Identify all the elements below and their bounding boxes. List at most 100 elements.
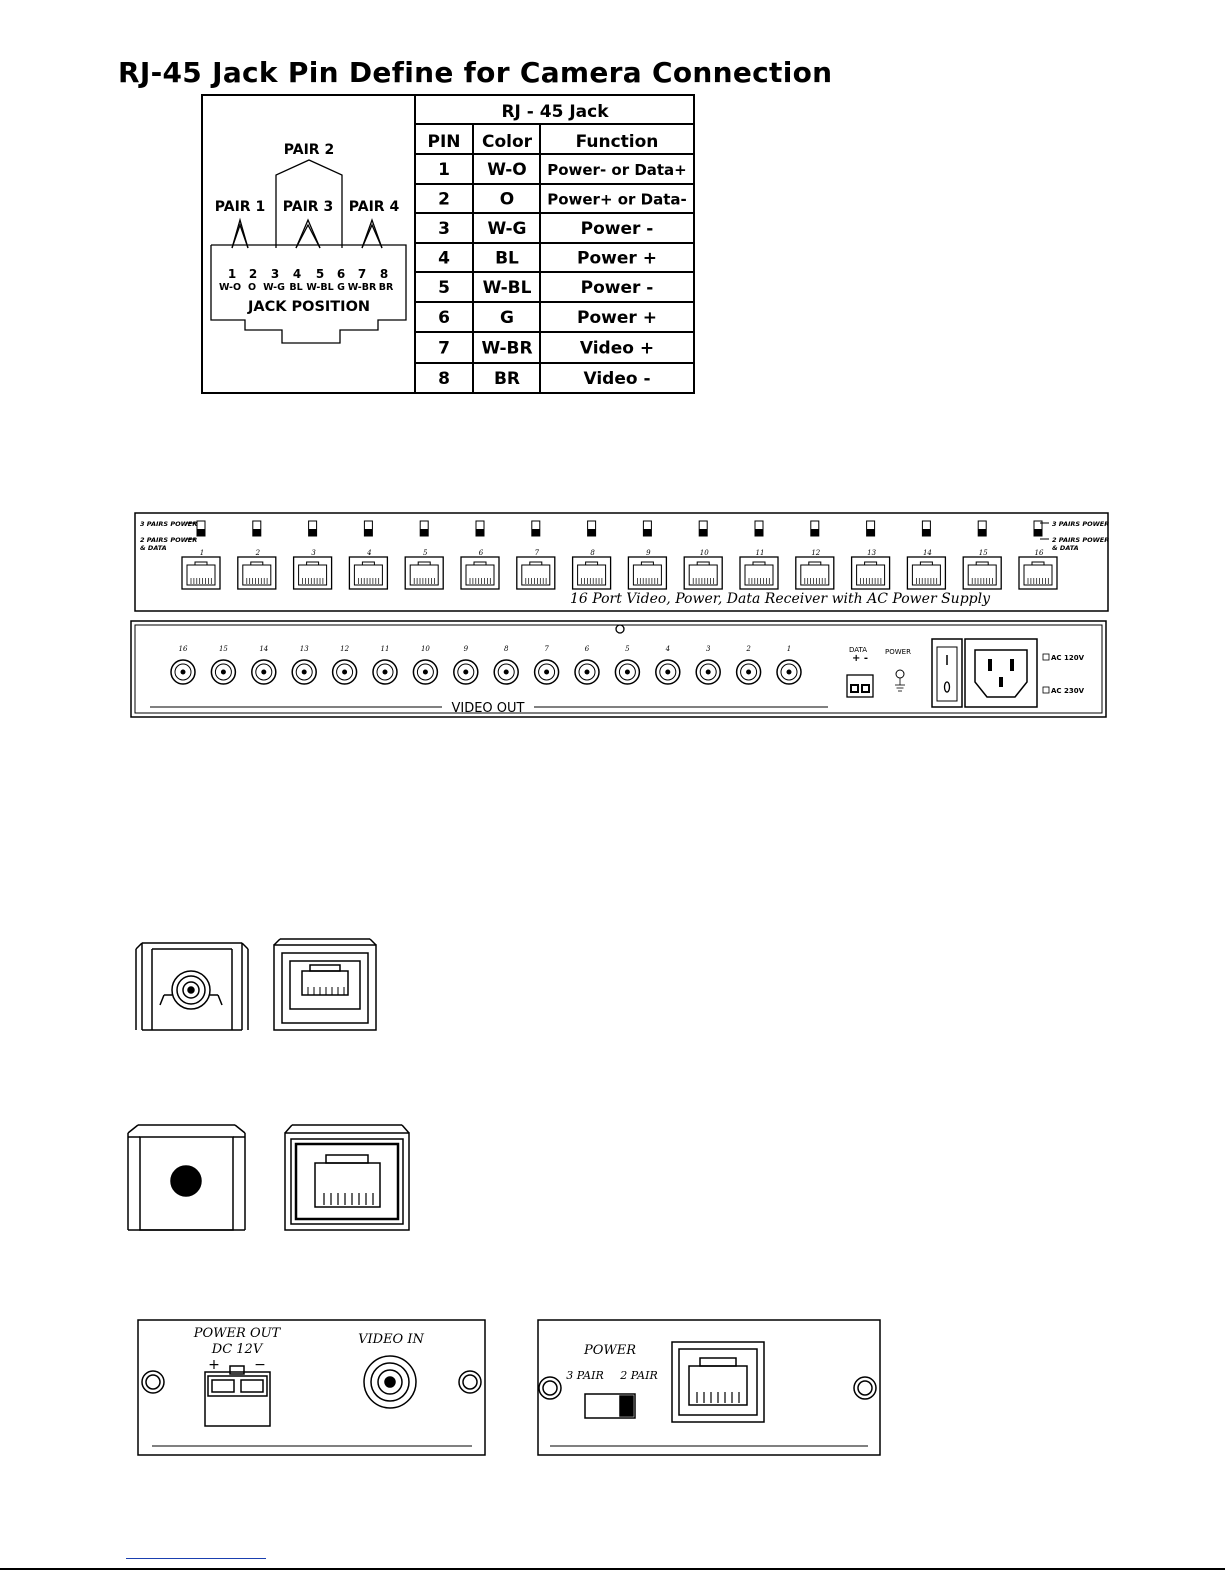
pin-table-cell-color: W-BR (481, 339, 532, 359)
jack-pin-number: 5 (316, 267, 324, 281)
pin-table-header: Color (482, 132, 533, 152)
ac-120-checkbox (1042, 653, 1050, 661)
pin-table-cell-color: G (500, 308, 514, 328)
rj45-port: 1 (181, 520, 221, 590)
pin-table-cell-color: BR (494, 369, 520, 389)
pin-table-cell-color: W-O (487, 160, 527, 180)
footer-link-underline (126, 1558, 266, 1559)
port-number: 10 (700, 549, 709, 557)
rj45-port: 2 (237, 520, 277, 590)
bnc-video-out-connector: 10 (412, 645, 439, 685)
bnc-video-out-connector: 15 (210, 645, 237, 685)
receiver-front-frame (134, 512, 1109, 612)
rj45-port: 11 (739, 520, 779, 590)
pairs-label: & DATA (1052, 544, 1079, 552)
rj45-port: 9 (627, 520, 668, 590)
bnc-number: 13 (300, 645, 309, 653)
balun-dc-end (127, 1124, 246, 1231)
pin-table-cell-color: W-BL (483, 278, 532, 298)
pin-table-cell-pin: 5 (438, 278, 450, 298)
rj45-port: 10 (683, 520, 723, 590)
pairs-label: 2 PAIRS POWER (1052, 536, 1109, 544)
pin-table-cell-function: Power + (577, 308, 657, 328)
bnc-number: 5 (625, 645, 630, 653)
pairs-label: 3 PAIRS POWER (140, 520, 197, 528)
port-number: 3 (311, 549, 316, 557)
pin-table-cell-function: Video - (583, 369, 650, 389)
camera-power-video-panel (137, 1319, 486, 1456)
bnc-video-out-connector: 5 (614, 645, 641, 685)
ac-120-label: AC 120V (1051, 654, 1085, 662)
bnc-number: 10 (421, 645, 430, 653)
pin-table-cell-pin: 1 (438, 160, 450, 180)
ground-screw-icon (615, 624, 625, 634)
pin-table-cell-function: Video + (580, 339, 654, 359)
ac-inlet (964, 638, 1038, 708)
three-pair-label: 3 PAIR (566, 1369, 603, 1382)
port-number: 11 (756, 549, 765, 557)
pair-label: PAIR 3 (283, 199, 333, 215)
jack-pin-number: 8 (380, 267, 388, 281)
jack-pin-number: 4 (293, 267, 301, 281)
bnc-video-out-connector: 11 (372, 645, 398, 685)
jack-position-label: JACK POSITION (247, 299, 370, 315)
rj45-port: 12 (795, 520, 835, 590)
bnc-number: 16 (179, 645, 188, 653)
pin-table-grid (414, 94, 695, 394)
balun-rj45-large-end (284, 1124, 410, 1231)
bnc-number: 3 (706, 645, 711, 653)
jack-pin-number: 7 (358, 267, 366, 281)
port-number: 14 (923, 549, 932, 557)
port-number: 5 (423, 549, 428, 557)
port-number: 7 (535, 549, 540, 557)
pin-table-cell-pin: 6 (438, 308, 450, 328)
power-switch (931, 638, 963, 708)
balun-small-views (135, 938, 377, 1031)
pin-table-cell-pin: 3 (438, 219, 450, 239)
pin-table-cell-function: Power+ or Data- (547, 191, 687, 209)
power-label: POWER (885, 648, 911, 656)
receiver-front-panel: 3 PAIRS POWER 2 PAIRS POWER & DATA 3 PAI… (134, 512, 1109, 612)
pin-table-cell-color: BL (495, 249, 519, 269)
bnc-video-out-connector: 12 (331, 645, 358, 685)
bnc-video-out-connector: 9 (453, 645, 479, 685)
pair-label: PAIR 2 (284, 142, 334, 158)
pin-table-cell-function: Power - (581, 278, 654, 298)
bnc-video-out-connector: 8 (493, 645, 519, 685)
data-polarity: + - (852, 653, 868, 664)
bnc-number: 11 (381, 645, 390, 653)
jack-pin-color: O (248, 282, 256, 293)
bnc-video-out-connector: 1 (776, 645, 802, 685)
port-number: 6 (479, 549, 484, 557)
minus-sign: − (254, 1357, 266, 1373)
camera-rj45-panel (537, 1319, 881, 1456)
receiver-back-frame (130, 620, 1107, 718)
bnc-video-out-connector: 7 (533, 645, 560, 685)
bnc-video-out-connector: 13 (291, 645, 317, 685)
pair-brackets (231, 159, 383, 249)
rj45-port: 5 (404, 520, 444, 590)
port-number: 2 (255, 549, 261, 557)
data-label: DATA (849, 646, 867, 654)
jack-pin-color: W-O (219, 282, 241, 293)
port-number: 16 (1035, 549, 1044, 557)
rj45-jack-outline (210, 244, 407, 344)
rj45-port: 15 (962, 520, 1002, 590)
camera-panels: POWER OUT DC 12V + − VIDEO IN POWER 3 PA… (137, 1319, 881, 1456)
jack-pin-color: W-G (263, 282, 285, 293)
jack-pin-color: G (337, 282, 345, 293)
balun-rj45-end (273, 938, 377, 1031)
balun-large-views (127, 1124, 410, 1231)
page-title: RJ-45 Jack Pin Define for Camera Connect… (118, 56, 833, 89)
pin-table-cell-pin: 2 (438, 190, 450, 210)
pin-table-cell-function: Power- or Data+ (547, 161, 687, 179)
power-out-label: POWER OUT (193, 1326, 282, 1341)
bnc-video-out-connector: 6 (574, 645, 600, 685)
rj45-port: 14 (906, 520, 947, 590)
pair-label: PAIR 1 (215, 199, 265, 215)
rj45-port: 7 (516, 520, 556, 590)
jack-pin-number: 3 (271, 267, 279, 281)
bnc-number: 7 (544, 645, 549, 653)
ac-230-checkbox (1042, 686, 1050, 694)
